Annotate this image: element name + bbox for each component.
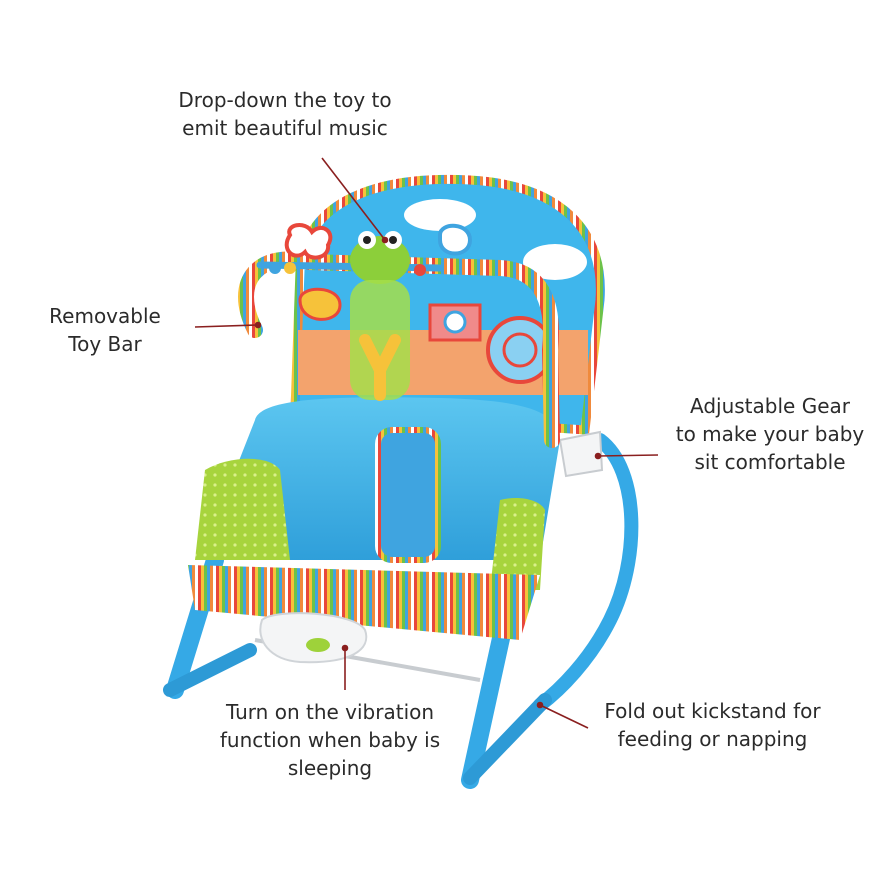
bead-3 (414, 264, 426, 276)
gear-knob (558, 430, 604, 478)
seat-green-right (490, 498, 545, 590)
dragonfly-toy (438, 223, 473, 256)
callout-line: function when baby is (219, 728, 441, 752)
frog-body (350, 280, 410, 400)
callout-line: feeding or napping (617, 727, 808, 751)
frame-right-rocker (533, 433, 639, 712)
callout-adjustable-gear: Adjustable Gear to make your baby sit co… (650, 392, 890, 476)
harness-strap (375, 427, 441, 563)
leader-kickstand (539, 704, 589, 729)
callout-line: to make your baby (675, 422, 865, 446)
cloud-right (523, 244, 587, 280)
callout-removable-toy-bar: Removable Toy Bar (30, 302, 180, 358)
callout-line: sleeping (287, 756, 373, 780)
seat-front-stripes (188, 565, 540, 640)
callout-kickstand: Fold out kickstand for feeding or nappin… (590, 697, 835, 753)
frame-right-leg (461, 611, 514, 789)
leader-toy (321, 157, 386, 241)
callout-line: Turn on the vibration (225, 700, 435, 724)
cloud-left (404, 199, 476, 231)
bead-2 (284, 262, 296, 274)
leader-gear (597, 454, 659, 457)
callout-line: sit comfortable (694, 450, 846, 474)
frame-right-foot (463, 693, 552, 785)
callout-line: Fold out kickstand for (604, 699, 821, 723)
callout-line: Drop-down the toy to (178, 88, 392, 112)
teether-y (359, 334, 401, 401)
seat-green-left (195, 458, 290, 560)
leader-bar (194, 324, 259, 328)
callout-vibration: Turn on the vibration function when baby… (200, 698, 460, 782)
butterfly-toy (284, 223, 333, 260)
frame-left-foot (163, 643, 257, 697)
callout-toy-music: Drop-down the toy to emit beautiful musi… (160, 86, 410, 142)
callout-line: Removable (49, 304, 161, 328)
vibration-unit (259, 612, 368, 664)
callout-line: emit beautiful music (182, 116, 388, 140)
callout-line: Toy Bar (68, 332, 142, 356)
bead-1 (269, 262, 281, 274)
callout-line: Adjustable Gear (690, 394, 850, 418)
bee-toy (298, 287, 342, 321)
